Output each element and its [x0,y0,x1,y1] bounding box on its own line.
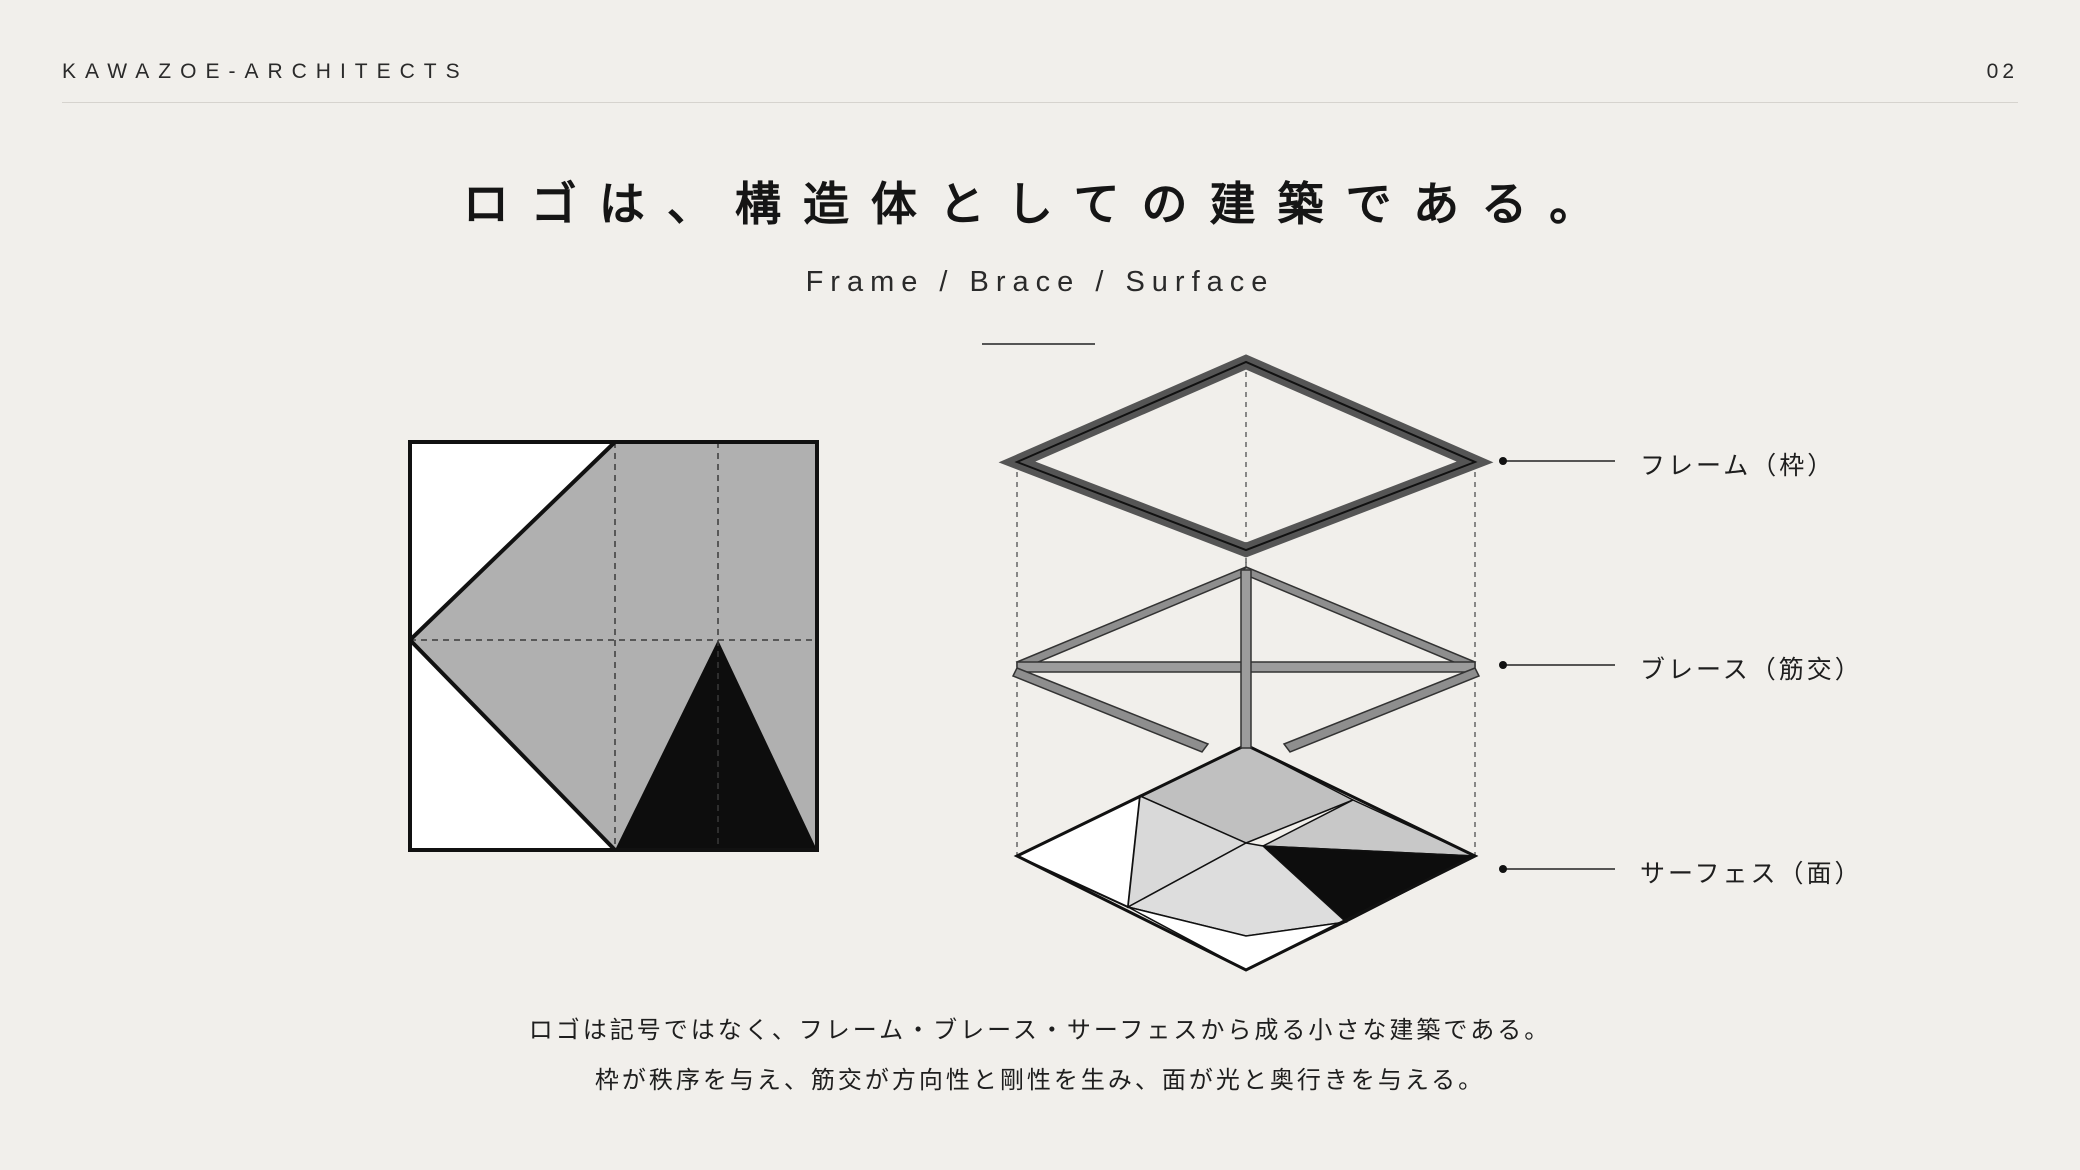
logo-outer-frame [408,440,819,852]
logo-black-triangle [615,640,817,850]
brace-layer [1011,566,1481,753]
exploded-axonometric [998,354,1615,972]
description-line-1: ロゴは記号ではなく、フレーム・ブレース・サーフェスから成る小さな建築である。 [528,1016,1552,1044]
header-divider [62,102,2018,103]
title-underline [982,343,1095,345]
leader-lines [1503,460,1615,870]
logo-diagonal-edges [408,440,617,852]
frame-layer [998,354,1494,558]
logo-guide-lines [410,442,817,850]
page-title: ロゴは、構造体としての建築である。 [462,177,1618,231]
layer-label-frame: フレーム（枠） [1640,451,1836,480]
page-number: 02 [1986,60,2018,83]
flat-logo [408,440,819,852]
page-subtitle: Frame / Brace / Surface [805,266,1275,298]
layer-label-brace: ブレース（筋交） [1640,655,1863,684]
surface-layer [1013,743,1479,972]
layer-label-surface: サーフェス（面） [1640,859,1863,888]
description-line-2: 枠が秩序を与え、筋交が方向性と剛性を生み、面が光と奥行きを与える。 [594,1066,1486,1094]
leader-dots [1499,457,1507,873]
brand-name: KAWAZOE-ARCHITECTS [62,60,469,83]
